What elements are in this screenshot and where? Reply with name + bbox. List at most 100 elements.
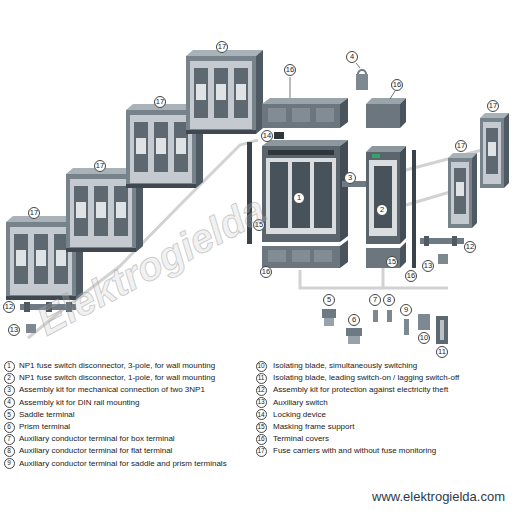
terminal-cover xyxy=(262,246,340,268)
fuse-window xyxy=(270,162,288,228)
legend-number: 15 xyxy=(256,422,267,433)
callout-number: 16 xyxy=(284,64,296,76)
device-body xyxy=(366,152,400,244)
legend-text: Prism terminal xyxy=(19,422,70,432)
legend-text: Masking frame support xyxy=(273,422,354,432)
indicator xyxy=(372,154,380,158)
fuse-carrier xyxy=(186,50,263,134)
callout-number: 17 xyxy=(455,140,467,152)
callout-number: 5 xyxy=(323,294,335,306)
legend-number: 4 xyxy=(4,397,15,408)
callout-number: 1 xyxy=(293,192,305,204)
callout-number: 13 xyxy=(8,324,20,336)
masking-frame-support xyxy=(412,150,416,268)
callout-number: 8 xyxy=(383,294,395,306)
terminal-cover xyxy=(340,240,348,268)
device-top xyxy=(262,140,348,146)
device-body xyxy=(262,146,340,242)
callout-number: 17 xyxy=(154,96,166,108)
terminal-cover xyxy=(400,98,406,128)
callout-number: 6 xyxy=(348,314,360,326)
lock-shackle xyxy=(358,70,366,74)
prism-terminal xyxy=(346,328,362,336)
legend-number: 16 xyxy=(256,434,267,445)
callout-number: 16 xyxy=(391,79,403,91)
callout-number: 12 xyxy=(464,241,476,253)
legend-number: 2 xyxy=(4,373,15,384)
aux-terminal xyxy=(373,310,378,322)
protection-kit xyxy=(452,236,457,246)
isolating-blade xyxy=(418,314,430,330)
callout-number: 2 xyxy=(376,204,388,216)
legend-text: Auxiliary conductor terminal for box ter… xyxy=(19,434,175,444)
terminal-cover xyxy=(262,104,340,128)
terminal-cover xyxy=(366,98,406,104)
terminal-cover xyxy=(268,108,286,122)
auxiliary-switch xyxy=(438,254,448,264)
legend-text: Assembly kit for DIN rail mounting xyxy=(19,398,139,408)
terminal-cover xyxy=(262,98,348,104)
fuse-window xyxy=(374,166,392,228)
legend-text: NP1 fuse switch disconnector, 1-pole, fo… xyxy=(19,373,215,383)
aux-terminal xyxy=(404,319,409,335)
legend-number: 11 xyxy=(256,373,267,384)
terminal-cover xyxy=(366,104,400,128)
callout-number: 3 xyxy=(344,172,356,184)
fuse-window xyxy=(314,162,332,228)
callout-number: 13 xyxy=(422,260,434,272)
aux-terminal xyxy=(387,310,392,322)
url-text: www.elektrogielda.com xyxy=(372,489,505,505)
callout-number: 17 xyxy=(487,100,499,112)
callout-number: 10 xyxy=(418,332,430,344)
legend-text: Assembly kit for protection against elec… xyxy=(273,385,448,395)
legend-number: 10 xyxy=(256,361,267,372)
legend-number: 9 xyxy=(4,458,15,469)
device-side xyxy=(400,146,406,244)
legend-text: Auxiliary conductor terminal for saddle … xyxy=(19,459,227,469)
legend-text: Terminal covers xyxy=(273,434,329,444)
legend-text: Locking device xyxy=(273,410,326,420)
legend-text: Auxiliary switch xyxy=(273,398,328,408)
callout-number: 9 xyxy=(400,304,412,316)
fuse-window xyxy=(292,162,310,228)
legend-text: Saddle terminal xyxy=(19,410,75,420)
legend-text: Auxiliary conductor terminal for flat te… xyxy=(19,446,172,456)
terminal-cover xyxy=(314,250,332,262)
legend-number: 14 xyxy=(256,409,267,420)
terminal-cover xyxy=(366,248,400,268)
lock-body xyxy=(356,74,368,90)
callout-number: 17 xyxy=(28,207,40,219)
device-handle xyxy=(268,150,334,155)
auxiliary-switch xyxy=(26,324,36,333)
legend-number: 3 xyxy=(4,385,15,396)
leader-line xyxy=(356,63,360,68)
device-panel xyxy=(266,158,336,234)
device-panel xyxy=(369,160,397,236)
callout-number: 16 xyxy=(260,266,272,278)
isolating-blade xyxy=(436,316,448,344)
legend-text: Isolating blade, leading switch-on / lag… xyxy=(273,373,459,383)
prism-terminal xyxy=(348,336,360,344)
isolating-blade xyxy=(440,320,444,340)
leader-line xyxy=(290,77,291,98)
watermark: Elektrogielda xyxy=(29,185,273,345)
callout-number: 14 xyxy=(261,130,273,142)
callout-number: 11 xyxy=(436,346,448,358)
legend-text: NP1 fuse switch disconnector, 3-pole, fo… xyxy=(19,361,215,371)
callout-number: 12 xyxy=(3,301,15,313)
legend-number: 5 xyxy=(4,409,15,420)
terminal-cover xyxy=(292,250,310,262)
terminal-cover xyxy=(316,108,334,122)
legend-number: 1 xyxy=(4,361,15,372)
saddle-terminal xyxy=(324,318,334,326)
guide-rail xyxy=(382,268,385,288)
leader-line xyxy=(390,91,395,99)
terminal-cover xyxy=(268,250,286,262)
terminal-cover xyxy=(340,98,348,128)
device-top xyxy=(366,146,406,152)
fuse-carrier xyxy=(448,153,477,228)
terminal-cover xyxy=(292,108,310,122)
callout-number: 17 xyxy=(94,160,106,172)
legend-text: Fuse carriers with and without fuse moni… xyxy=(273,446,436,456)
